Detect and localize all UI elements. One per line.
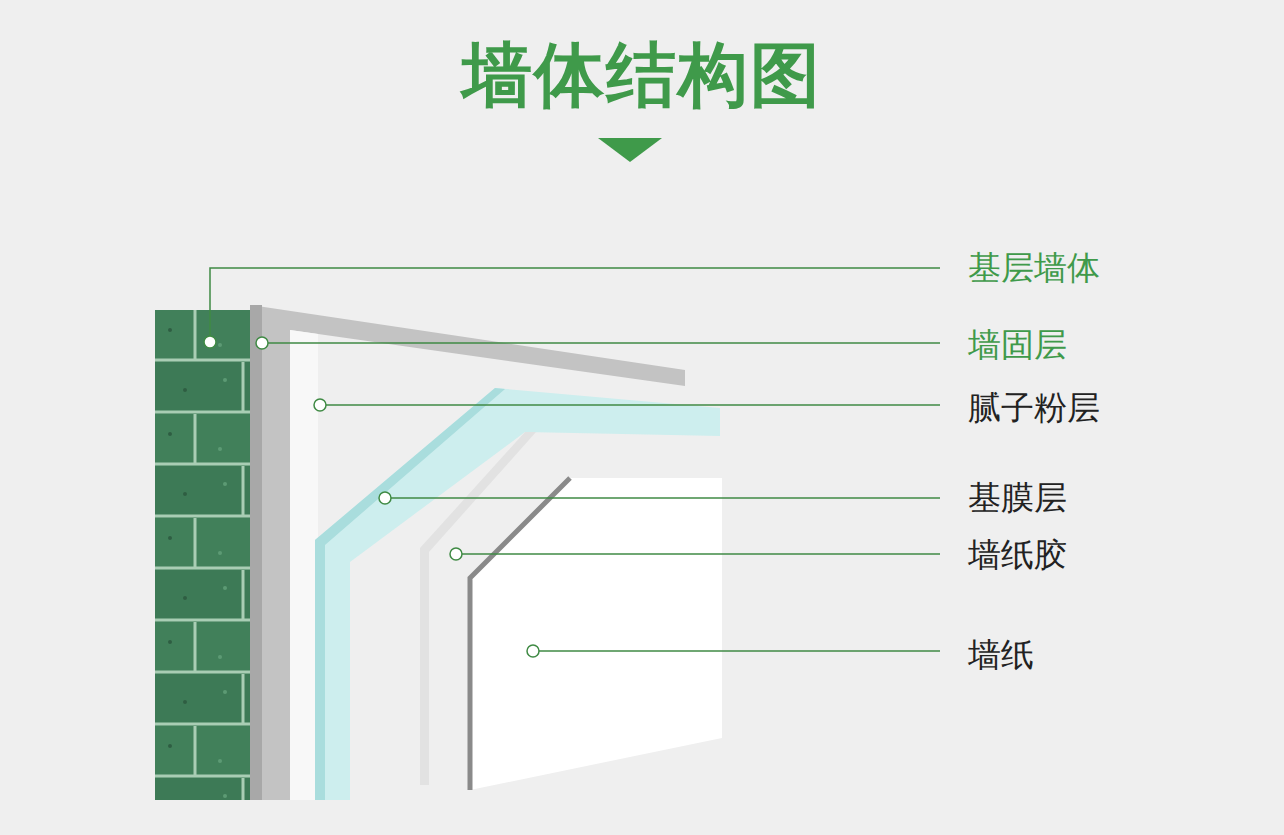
layer-label: 基层墙体 <box>968 250 1100 286</box>
layer-label: 腻子粉层 <box>968 390 1100 426</box>
leader-lines <box>210 268 940 651</box>
wallpaper-layer <box>470 478 722 790</box>
putty-layer <box>290 330 318 800</box>
diagram-title: 墙体结构图 <box>462 37 822 114</box>
title-arrow <box>598 138 662 162</box>
layer-label: 墙纸胶 <box>968 537 1067 573</box>
layer-label: 基膜层 <box>968 480 1067 516</box>
layer-label: 墙纸 <box>968 637 1034 673</box>
layer-label: 墙固层 <box>968 327 1067 363</box>
brick-wall <box>155 310 251 800</box>
leader-dots <box>204 336 539 657</box>
